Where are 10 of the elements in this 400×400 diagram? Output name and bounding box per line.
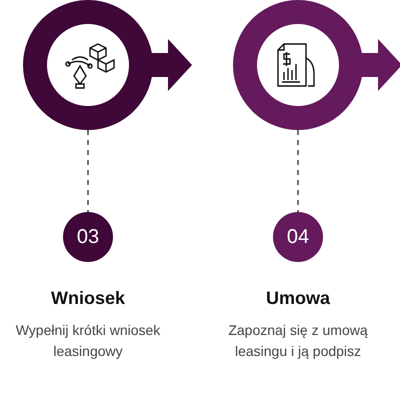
- connector-line: [87, 130, 89, 212]
- step-title: Wniosek: [50, 288, 126, 309]
- step-description: Wypełnij krótki wniosek leasingowy: [14, 321, 162, 361]
- connector-line: [297, 130, 299, 212]
- ring-circle: [23, 0, 153, 130]
- step-title: Umowa: [264, 288, 332, 309]
- ring-circle: [233, 0, 363, 130]
- step-number-circle: 03: [63, 212, 113, 262]
- step-number-circle: 04: [273, 212, 323, 262]
- step-description: Zapoznaj się z umową leasingu i ją podpisz: [227, 321, 369, 361]
